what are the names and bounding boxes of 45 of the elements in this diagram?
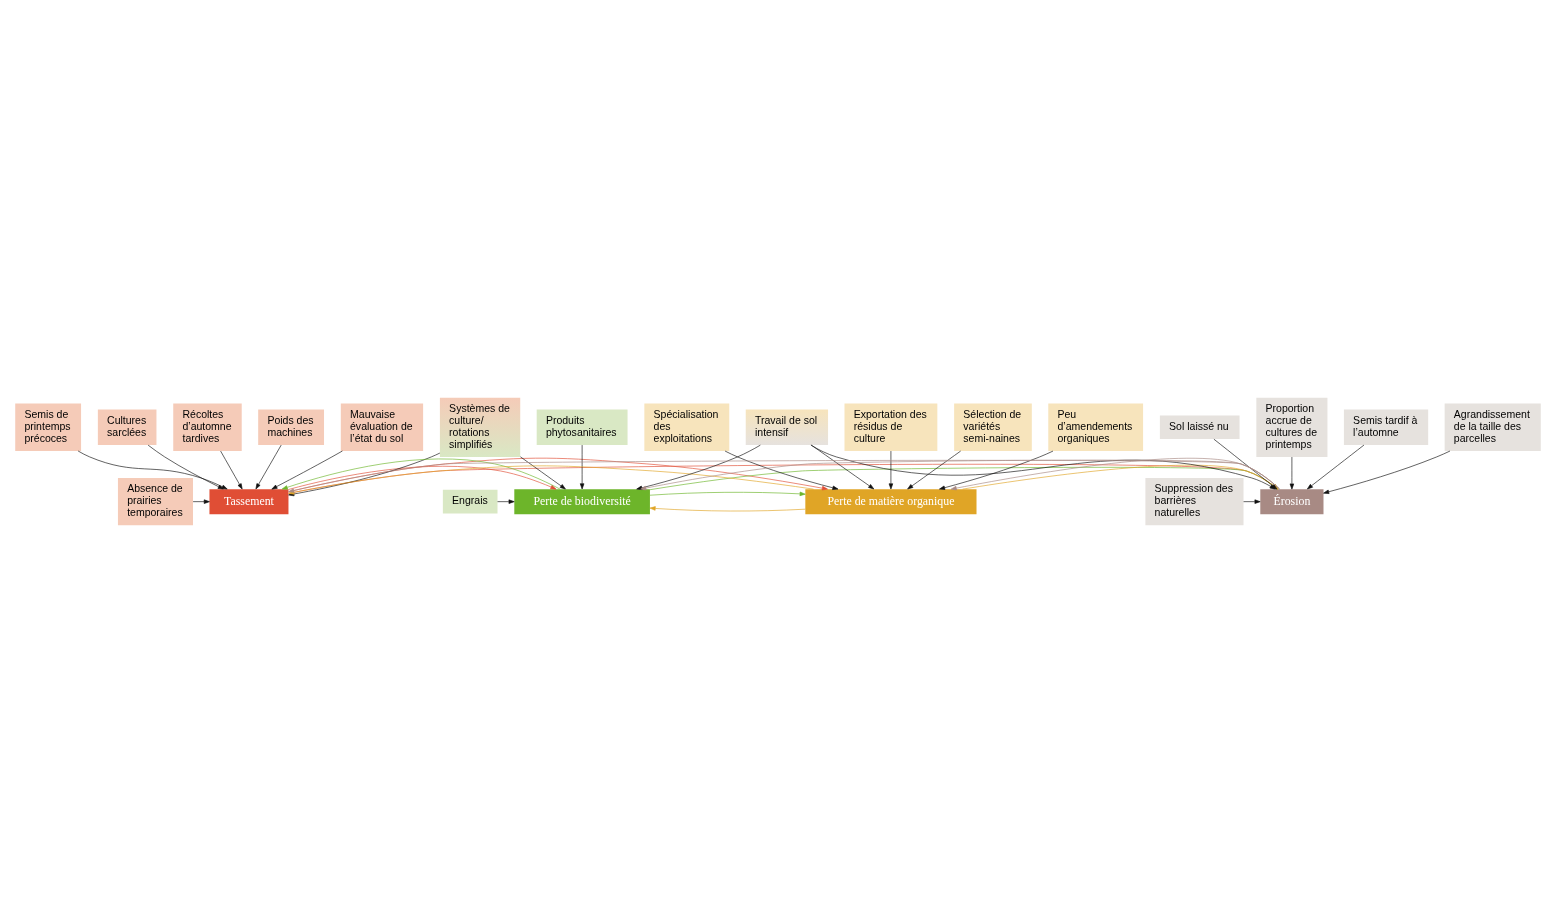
node-box: Peu d’amendements organiques xyxy=(1048,403,1144,451)
arrow xyxy=(1243,499,1261,504)
arrow xyxy=(271,450,343,489)
arrow xyxy=(939,450,1054,490)
arrow xyxy=(636,444,761,490)
node-box: Tassement xyxy=(209,488,289,514)
node-box: Semis de printemps précoces xyxy=(15,403,82,451)
arrow xyxy=(497,499,515,504)
node-box: Spécialisation des exploitations xyxy=(644,403,730,451)
arrow xyxy=(220,450,243,489)
arrow xyxy=(77,450,228,489)
arrow xyxy=(147,444,224,489)
node-box: Cultures sarclées xyxy=(97,409,157,445)
node-box: Suppression des barrières naturelles xyxy=(1145,477,1244,525)
arrow xyxy=(1289,456,1295,489)
node-box: Travail de sol intensif xyxy=(745,409,829,445)
arrow xyxy=(724,450,839,490)
node-box: Sol laissé nu xyxy=(1159,414,1240,439)
arrow xyxy=(649,505,806,511)
node-box: Engrais xyxy=(442,489,498,513)
node-box: Agrandissement de la taille des parcelles xyxy=(1444,403,1541,451)
node-box: Mauvaise évaluation de l’état du sol xyxy=(340,403,424,451)
node-box: Systèmes de culture/ rotations simplifiés xyxy=(439,397,521,457)
arrow xyxy=(907,450,961,489)
node-box: Sélection de variétés semi-naines xyxy=(954,403,1032,451)
arrow xyxy=(1323,450,1451,494)
node-box: Exportation des résidus de culture xyxy=(844,403,938,451)
arrow xyxy=(579,444,585,489)
arrow xyxy=(649,491,806,496)
node-box: Absence de prairies temporaires xyxy=(117,477,193,525)
node-box: Récoltes d’automne tardives xyxy=(173,403,242,451)
arrow xyxy=(255,444,282,489)
node-box: Perte de matière organique xyxy=(805,488,977,514)
node-box: Perte de biodiversité xyxy=(514,488,650,514)
node-box: Poids des machines xyxy=(258,409,324,445)
node-box: Semis tardif à l’automne xyxy=(1343,409,1429,445)
arrow xyxy=(520,456,566,489)
node-box: Produits phytosanitaires xyxy=(536,409,628,445)
arrow xyxy=(281,458,561,489)
arrow xyxy=(1307,444,1365,489)
node-box: Érosion xyxy=(1260,488,1324,514)
node-box: Proportion accrue de cultures de printemps xyxy=(1256,397,1328,457)
arrow xyxy=(192,499,210,504)
arrow xyxy=(288,465,557,490)
arrow xyxy=(888,450,894,489)
